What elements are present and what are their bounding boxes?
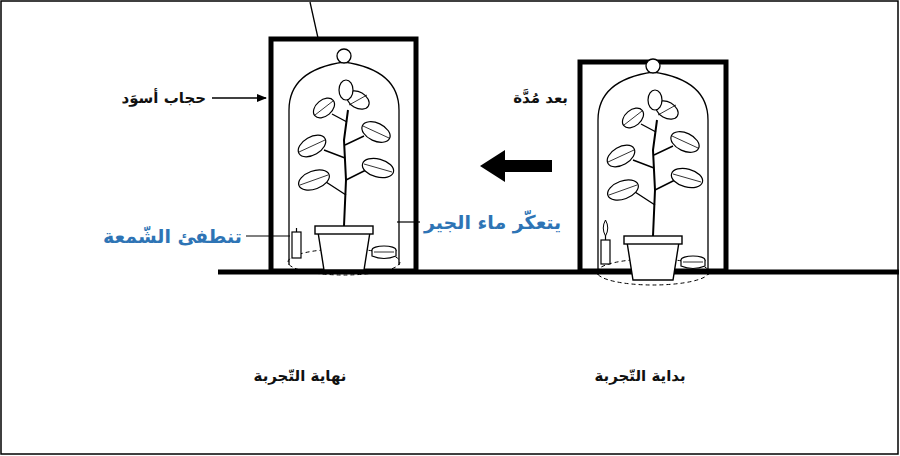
stage-caption: نهاية التّجربة	[252, 367, 349, 385]
candle-result: تنطفئ الشّمعة	[101, 225, 244, 248]
limewater-result: يتعكّر ماء الجير	[422, 211, 563, 234]
cover-label: حجاب أسوَد	[119, 89, 208, 107]
stage-caption: بداية التّجربة	[592, 367, 687, 385]
time-label: بعد مُدَّة	[511, 89, 570, 107]
